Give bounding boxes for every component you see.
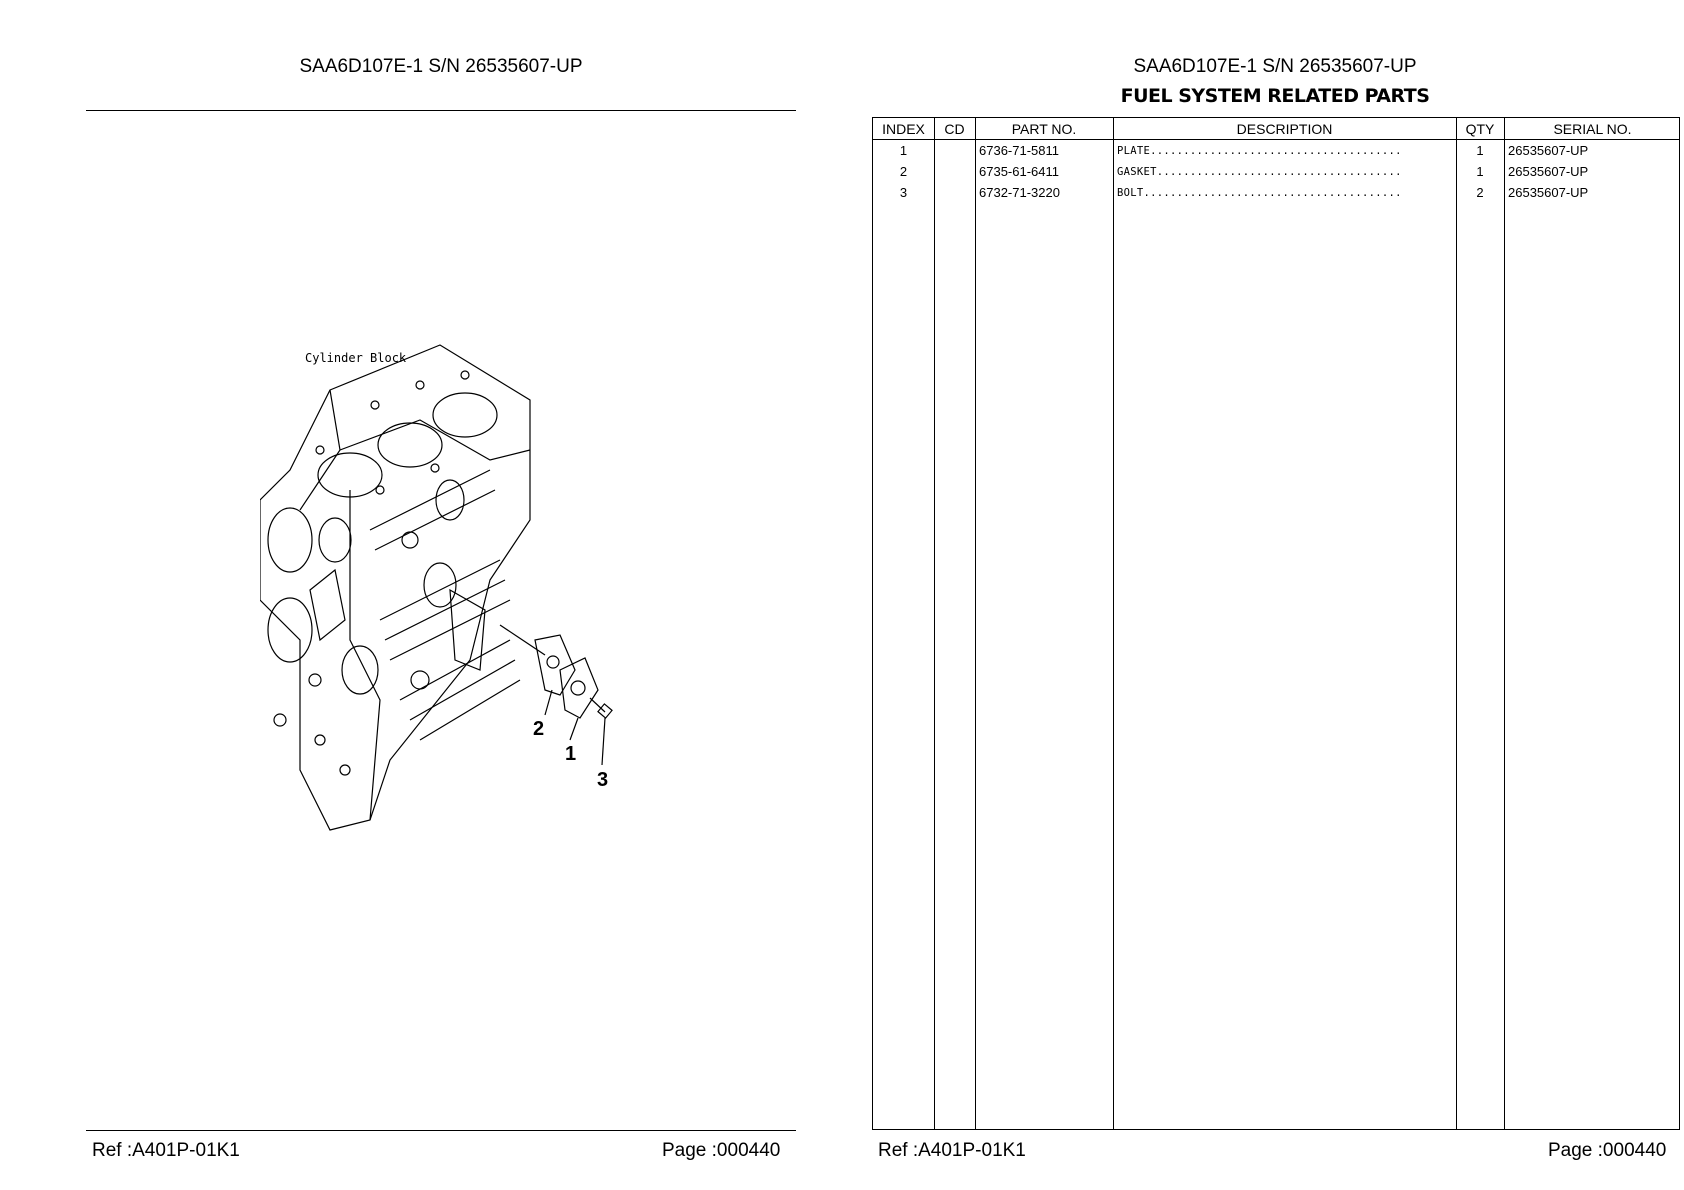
row-part-no: 6736-71-5811 <box>979 143 1059 158</box>
row-serial: 26535607-UP <box>1508 185 1589 200</box>
row-description: BOLT....................................… <box>1117 187 1402 199</box>
table-row: 3 6732-71-3220 BOLT.....................… <box>873 182 1679 203</box>
row-qty: 1 <box>1476 143 1484 158</box>
col-qty-header: QTY <box>1465 121 1495 137</box>
col-description-header: DESCRIPTION <box>1236 121 1333 137</box>
row-index: 1 <box>899 143 908 158</box>
left-header-rule <box>86 110 796 111</box>
col-serial-header: SERIAL NO. <box>1553 121 1632 137</box>
row-description: GASKET..................................… <box>1117 166 1402 178</box>
row-serial: 26535607-UP <box>1508 143 1589 158</box>
col-partno-header: PART NO. <box>1011 121 1077 137</box>
row-qty: 1 <box>1476 164 1484 179</box>
right-footer-ref: Ref :A401P-01K1 <box>878 1140 1026 1161</box>
table-row: 1 6736-71-5811 PLATE....................… <box>873 140 1679 161</box>
drawing-caption: Cylinder Block <box>305 351 407 365</box>
row-description: PLATE...................................… <box>1117 145 1402 157</box>
left-footer-ref: Ref :A401P-01K1 <box>92 1140 240 1161</box>
exploded-parts-drawing: Cylinder Block 2 1 3 <box>260 344 613 831</box>
right-page-subtitle: FUEL SYSTEM RELATED PARTS <box>1120 85 1430 107</box>
right-footer-page: Page :000440 <box>1548 1140 1667 1161</box>
row-part-no: 6732-71-3220 <box>979 185 1060 200</box>
col-index-header: INDEX <box>882 121 925 137</box>
row-index: 2 <box>899 164 908 179</box>
parts-table: INDEX CD PART NO. DESCRIPTION QTY SERIAL… <box>872 117 1680 1130</box>
table-row: 2 6735-61-6411 GASKET...................… <box>873 161 1679 182</box>
left-footer-rule <box>86 1130 796 1131</box>
right-page-title: SAA6D107E-1 S/N 26535607-UP <box>1133 56 1417 77</box>
row-part-no: 6735-61-6411 <box>979 164 1059 179</box>
callout-1: 1 <box>565 743 576 765</box>
row-index: 3 <box>899 185 908 200</box>
left-footer-page: Page :000440 <box>662 1140 781 1161</box>
callout-2: 2 <box>533 718 544 740</box>
col-cd-header: CD <box>944 121 965 137</box>
callout-3: 3 <box>597 769 608 791</box>
table-header: INDEX CD PART NO. DESCRIPTION QTY SERIAL… <box>873 118 1679 140</box>
left-page-title: SAA6D107E-1 S/N 26535607-UP <box>299 56 583 77</box>
row-qty: 2 <box>1476 185 1484 200</box>
row-serial: 26535607-UP <box>1508 164 1589 179</box>
